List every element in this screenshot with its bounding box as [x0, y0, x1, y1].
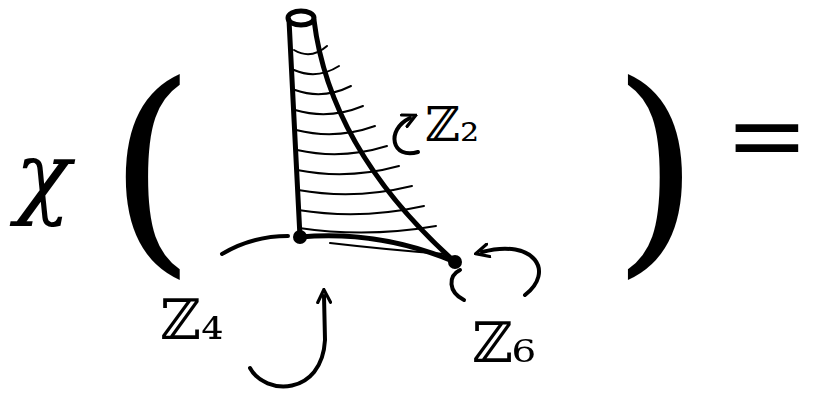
cone-point: [448, 255, 462, 269]
equals: =: [725, 85, 809, 185]
group-label: ℤ₆: [472, 315, 535, 371]
group-label: ℤ₂: [425, 100, 479, 148]
euler-chi: χ: [15, 130, 71, 222]
cone-point: [293, 230, 307, 244]
hatching: [294, 46, 445, 254]
paren: (: [108, 55, 196, 280]
group-label: ℤ₄: [160, 292, 223, 348]
paren: ): [612, 55, 700, 280]
rotation-arrows: [222, 118, 539, 386]
